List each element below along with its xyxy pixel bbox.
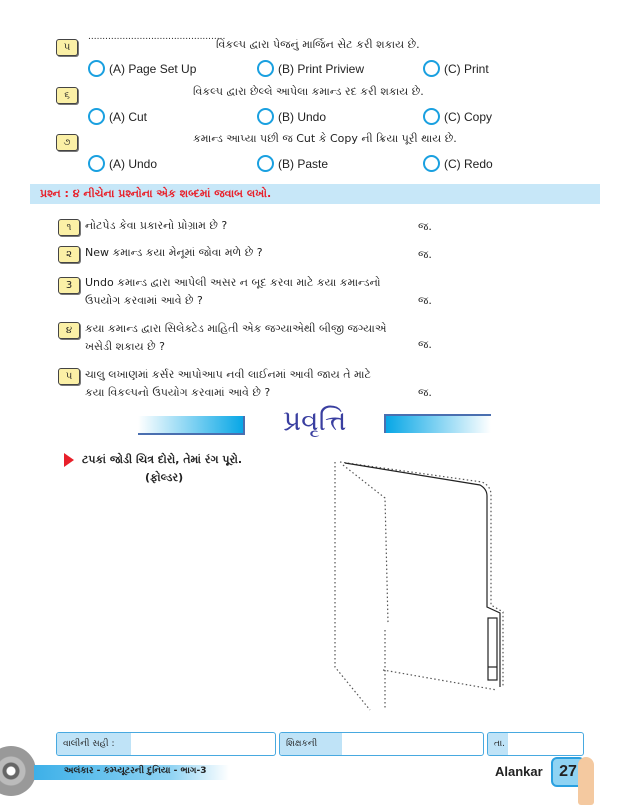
question-number: ૭ [56,134,78,151]
option-b[interactable]: (B) Print Priview [257,60,364,77]
title-decoration-left [138,416,245,435]
activity-instruction: ટપકાં જોડી ચિત્ર દોરો, તેમાં રંગ પૂરો. [82,453,243,466]
activity-title: પ્રવૃત્તિ [283,404,347,437]
question-text: ચાલુ લખાણમાં કર્સર આપોઆપ નવી લાઈનમાં આવી… [85,366,371,402]
field-label: શિક્ષકની સહી : [280,733,342,755]
option-label: (A) Cut [109,109,148,124]
question-number: ૫ [58,368,80,385]
question-line: Undo કમાન્ડ દ્વારા આપેલી અસર ન બૂદ કરવા … [85,276,381,289]
option-a[interactable]: (A) Cut [88,108,147,125]
option-b[interactable]: (B) Paste [257,155,328,172]
option-label: (C) Copy [444,109,493,124]
option-c[interactable]: (C) Print [423,60,489,77]
field-label: તા. : [488,733,508,755]
footer-banner [34,765,229,780]
option-c[interactable]: (C) Copy [423,108,492,125]
question-text: New કમાન્ડ કયા મેનૂમાં જોવા મળે છે ? [85,244,263,262]
radio-icon[interactable] [423,60,440,77]
option-a[interactable]: (A) Undo [88,155,157,172]
answer-blank: ........................................… [88,32,226,42]
question-line: કયા વિકલ્પનો ઉપયોગ કરવામાં આવે છે ? [85,386,271,399]
radio-icon[interactable] [257,60,274,77]
question-text: Undo કમાન્ડ દ્વારા આપેલી અસર ન બૂદ કરવા … [85,274,381,310]
question-text: કમાન્ડ આપ્યા પછી જ Cut કે Copy ની ક્રિયા… [193,132,457,145]
option-label: (B) Undo [278,109,327,124]
date-field[interactable]: તા. : [487,732,584,756]
question-line: ઉપયોગ કરવામાં આવે છે ? [85,294,203,307]
question-line: ચાલુ લખાણમાં કર્સર આપોઆપ નવી લાઈનમાં આવી… [85,368,371,381]
activity-subject: (ફોલ્ડર) [145,471,184,484]
answer-label: જ. [418,294,432,307]
question-text: કયા કમાન્ડ દ્વારા સિલેક્ટેડ માહિતી એક જગ… [85,320,386,356]
radio-icon[interactable] [423,108,440,125]
radio-icon[interactable] [88,108,105,125]
folder-outline-dots [339,461,504,687]
brand-logo: Alankar [495,764,543,779]
question-number: ૪ [58,322,80,339]
option-label: (B) Paste [278,156,329,171]
option-label: (C) Redo [444,156,493,171]
radio-icon[interactable] [88,155,105,172]
option-b[interactable]: (B) Undo [257,108,326,125]
radio-icon[interactable] [88,60,105,77]
answer-label: જ. [418,220,432,233]
question-text: નોટપેડ કેવા પ્રકારનો પ્રોગ્રામ છે ? [85,217,227,235]
option-label: (A) Page Set Up [109,61,197,76]
answer-label: જ. [418,338,432,351]
question-line: કયા કમાન્ડ દ્વારા સિલેક્ટેડ માહિતી એક જગ… [85,322,387,335]
radio-icon[interactable] [257,155,274,172]
book-title: અલંકાર - કમ્પ્યૂટરની દુનિયા - ભાગ-3 [64,766,207,776]
title-decoration-right [384,414,491,433]
question-number: ૫ [56,39,78,56]
option-label: (A) Undo [109,156,158,171]
question-text: વિકલ્પ દ્વારા છેલ્લે આપેલા કમાન્ડ રદ કરી… [193,85,424,98]
question-text: વિકલ્પ દ્વારા પેજનું માર્જિન સેટ કરી શકા… [216,38,420,51]
question-line: નોટપેડ કેવા પ્રકારનો પ્રોગ્રામ છે ? [85,219,228,232]
folder-tab-label [487,617,498,681]
question-line: ખસેડી શકાય છે ? [85,340,165,353]
section-title: પ્રશ્ન : ૪ નીચેના પ્રશ્નોના એક શબ્દમાં જ… [40,187,272,200]
section-header: પ્રશ્ન : ૪ નીચેના પ્રશ્નોના એક શબ્દમાં જ… [30,184,600,204]
parent-signature-field[interactable]: વાલીની સહી : [56,732,276,756]
option-label: (C) Print [444,61,489,76]
question-number: ૬ [56,87,78,104]
option-label: (B) Print Priview [278,61,365,76]
teacher-signature-field[interactable]: શિક્ષકની સહી : [279,732,484,756]
answer-label: જ. [418,248,432,261]
arrow-icon [64,453,74,467]
folder-solid-edge [344,462,501,687]
folder-front-flap [342,464,389,624]
option-c[interactable]: (C) Redo [423,155,493,172]
folder-bottom-edge [382,669,498,691]
answer-label: જ. [418,386,432,399]
question-number: ૨ [58,246,80,263]
hand-mouse-icon [578,757,594,805]
field-label: વાલીની સહી : [57,733,131,755]
radio-icon[interactable] [257,108,274,125]
question-line: New કમાન્ડ કયા મેનૂમાં જોવા મળે છે ? [85,246,263,259]
question-number: 3 [58,277,80,294]
folder-back-left-edge [334,462,371,711]
radio-icon[interactable] [423,155,440,172]
option-a[interactable]: (A) Page Set Up [88,60,196,77]
question-number: ૧ [58,219,80,236]
